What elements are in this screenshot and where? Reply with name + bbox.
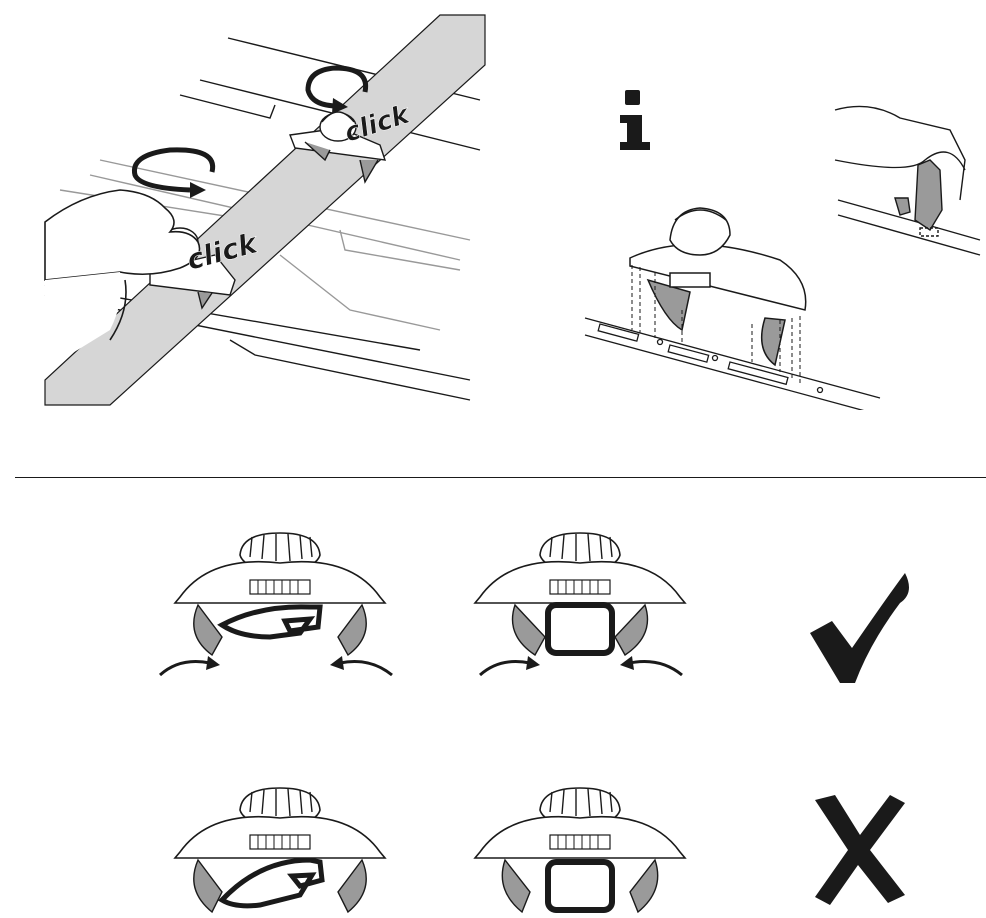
detail-inset [834,105,981,256]
alignment-illustration [570,80,986,410]
check-mark-icon [810,573,909,683]
rail-strip [584,317,881,410]
rotate-clockwise-icon [131,147,216,193]
correct-example-open-profile [158,532,393,677]
cross-mark-icon [815,795,905,905]
incorrect-example-square-profile [474,787,686,914]
hand [44,189,201,370]
clamp-body [629,207,807,367]
examples-grid [150,525,950,918]
alignment-guides [631,265,801,386]
roof-bar [44,14,486,406]
rotate-clockwise-icon [305,65,369,109]
mounting-illustration: click click [40,10,490,410]
info-icon [620,90,650,150]
section-divider [15,477,986,478]
correct-example-square-profile [474,532,686,677]
mounting-drawing: click click [44,14,486,406]
incorrect-example-open-profile [174,787,386,914]
examples-drawing [158,532,909,914]
clamp-upper [289,111,387,184]
alignment-drawing [584,90,981,410]
